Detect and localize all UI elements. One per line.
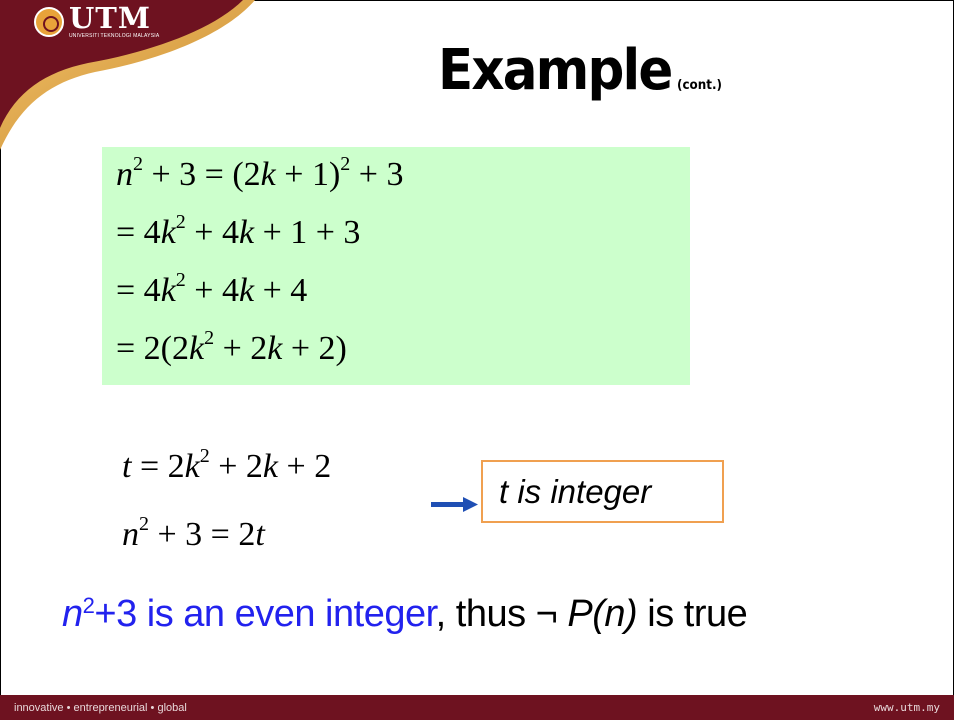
equation-line-1: n2 + 3 = (2k + 1)2 + 3: [116, 153, 404, 193]
title-text: Example: [438, 38, 673, 103]
equation-line-2: = 4k2 + 4k + 1 + 3: [116, 211, 361, 251]
equation-line-3: = 4k2 + 4k + 4: [116, 269, 308, 309]
logo-word: UTM: [69, 1, 151, 35]
utm-logo: UTM UNIVERSITI TEKNOLOGI MALAYSIA: [34, 4, 159, 39]
footer-url: www.utm.my: [873, 701, 940, 714]
t-definition: t = 2k2 + 2k + 2: [122, 445, 332, 485]
footer-tagline: innovative • entrepreneurial • global: [14, 702, 187, 714]
title-suffix: (cont.): [676, 78, 723, 93]
logo-subtitle: UNIVERSITI TEKNOLOGI MALAYSIA: [69, 33, 160, 39]
right-arrow-icon: [431, 497, 478, 512]
t-is-integer-box: t is integer: [481, 460, 724, 523]
corner-decoration: [0, 0, 255, 150]
page-title: Example(cont.): [438, 38, 722, 103]
conclusion-text: n2+3 is an even integer, thus ¬ P(n) is …: [62, 592, 748, 635]
equation-line-4: = 2(2k2 + 2k + 2): [116, 327, 347, 367]
utm-logo-icon: [34, 6, 64, 37]
n-relation: n2 + 3 = 2t: [122, 513, 265, 553]
footer-bar: innovative • entrepreneurial • global ww…: [0, 695, 954, 720]
equations-box: [102, 147, 690, 385]
